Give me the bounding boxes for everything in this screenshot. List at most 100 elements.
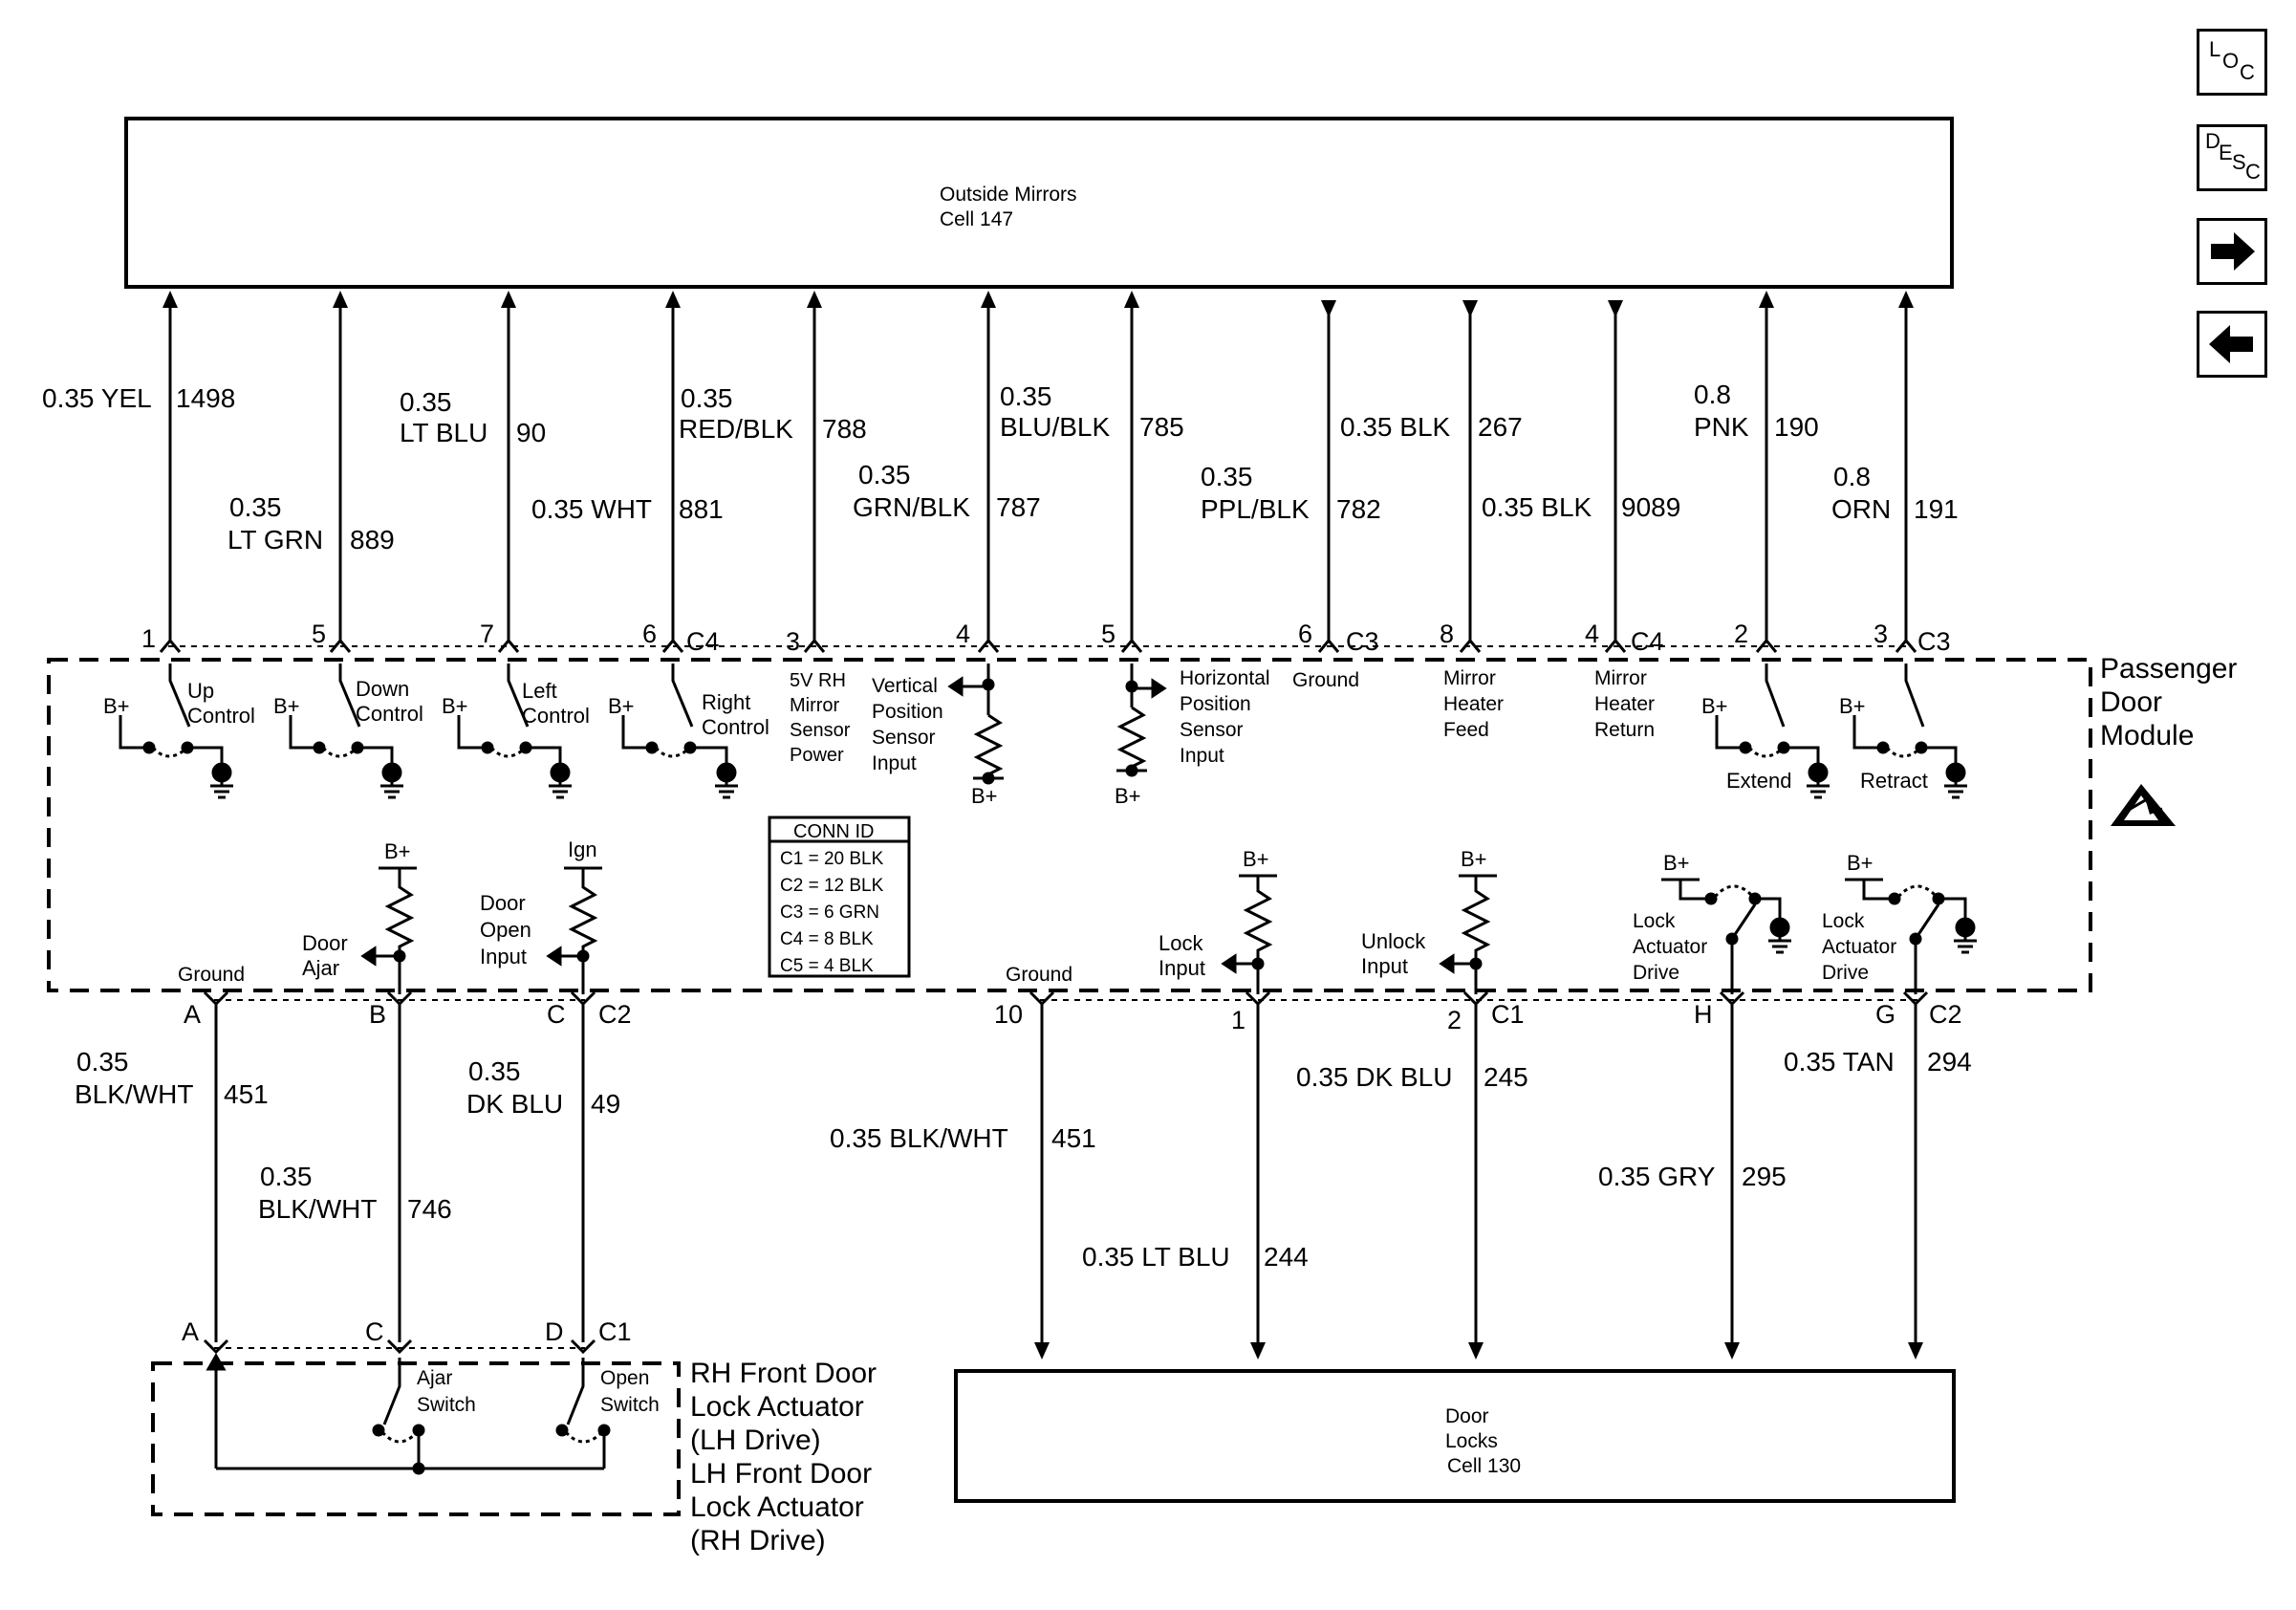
wire-746-circuit: 746 xyxy=(407,1194,452,1224)
five-v-label-3: Sensor xyxy=(790,720,851,741)
down-control-bplus: B+ xyxy=(273,694,300,718)
wire-190[interactable]: 2 0.8 PNK 190 xyxy=(1694,291,1819,653)
door-ajar-bplus: B+ xyxy=(384,839,411,863)
wire-881[interactable]: 6 C4 0.35 WHT 881 xyxy=(531,291,724,656)
wire-295[interactable]: H 0.35 GRY 295 xyxy=(1598,990,1787,1360)
wire-788[interactable]: 3 0.35 RED/BLK 788 xyxy=(679,291,867,656)
wire-782[interactable]: 6 C3 0.35 PPL/BLK 782 xyxy=(1201,300,1381,656)
vertical-sensor-label-1: Vertical xyxy=(872,675,938,697)
previous-page-button[interactable] xyxy=(2197,311,2267,378)
wire-787[interactable]: 4 0.35 GRN/BLK 787 xyxy=(853,291,1041,653)
wire-244-gauge: 0.35 LT BLU xyxy=(1082,1242,1230,1272)
horizontal-sensor-label-1: Horizontal xyxy=(1180,667,1270,689)
wire-1498-gauge: 0.35 YEL xyxy=(42,383,152,413)
loc-letter-o: O xyxy=(2222,49,2240,73)
vertical-sensor-label-3: Sensor xyxy=(872,727,936,749)
wire-90-pin: 7 xyxy=(480,620,494,648)
wire-49[interactable]: C C2 0.35 DK BLU 49 xyxy=(466,990,632,1342)
conn-id-title: CONN ID xyxy=(793,821,874,842)
wire-788-circuit: 788 xyxy=(822,414,867,444)
five-v-label-4: Power xyxy=(790,745,844,766)
wire-889[interactable]: 5 0.35 LT GRN 889 xyxy=(227,291,395,653)
conn-id-row-4: C4 = 8 BLK xyxy=(780,929,874,949)
conn-id-row-1: C1 = 20 BLK xyxy=(780,849,884,869)
lock-actuator-box[interactable] xyxy=(151,1361,681,1516)
left-control-label-2: Control xyxy=(522,704,590,728)
next-page-button[interactable] xyxy=(2197,218,2267,285)
actuator-connector: A C D C1 xyxy=(182,1317,632,1355)
wire-746-pin: B xyxy=(369,1000,386,1029)
retract-switch xyxy=(1852,664,1969,799)
wire-785-color: BLU/BLK xyxy=(1000,412,1110,442)
open-switch-label-2: Switch xyxy=(600,1394,660,1416)
wire-191-color: ORN xyxy=(1831,494,1891,524)
conn-id-table: CONN ID C1 = 20 BLK C2 = 12 BLK C3 = 6 G… xyxy=(768,816,911,978)
ajar-switch-label-1: Ajar xyxy=(417,1367,452,1389)
esd-warning-icon xyxy=(2111,784,2176,826)
wire-881-circuit: 881 xyxy=(679,494,724,524)
right-control-switch xyxy=(621,664,740,799)
wire-782-pin: 6 xyxy=(1298,620,1312,648)
retract-bplus: B+ xyxy=(1839,694,1866,718)
door-locks-box[interactable] xyxy=(954,1369,1956,1503)
vertical-sensor-bplus: B+ xyxy=(971,784,998,808)
vertical-sensor-resistor xyxy=(947,664,1004,785)
wire-49-color: DK BLU xyxy=(466,1089,563,1119)
wire-782-color: PPL/BLK xyxy=(1201,494,1310,524)
wire-244-circuit: 244 xyxy=(1264,1242,1309,1272)
wire-9089[interactable]: 4 C4 0.35 BLK 9089 xyxy=(1482,300,1680,656)
lock-actuator-drive-switch-2 xyxy=(1845,878,1979,994)
wire-191[interactable]: 3 C3 0.8 ORN 191 xyxy=(1831,291,1959,656)
wire-451-right-gauge: 0.35 BLK/WHT xyxy=(830,1123,1008,1153)
actuator-label-5: Lock Actuator xyxy=(690,1491,864,1523)
right-control-label-1: Right xyxy=(702,690,750,714)
location-button[interactable]: L O C xyxy=(2197,29,2267,96)
wire-785[interactable]: 5 0.35 BLU/BLK 785 xyxy=(1000,291,1184,653)
wire-881-pin: 6 xyxy=(642,620,657,648)
vertical-sensor-label-2: Position xyxy=(872,701,943,723)
horizontal-sensor-resistor xyxy=(1116,664,1167,777)
arrow-left-icon xyxy=(2209,325,2253,363)
door-open-label-2: Open xyxy=(480,918,531,942)
wire-90[interactable]: 7 0.35 LT BLU 90 xyxy=(400,291,546,653)
up-control-label-1: Up xyxy=(187,679,214,703)
unlock-input-bplus: B+ xyxy=(1461,847,1487,871)
wire-9089-pin: 4 xyxy=(1585,620,1599,648)
outside-mirrors-box[interactable] xyxy=(124,117,1954,289)
retract-label: Retract xyxy=(1860,769,1928,793)
lock-actuator-1-bplus: B+ xyxy=(1663,851,1690,875)
wire-451-right[interactable]: 10 0.35 BLK/WHT 451 xyxy=(830,990,1096,1360)
wire-49-conn: C2 xyxy=(598,1000,632,1029)
wire-190-color: PNK xyxy=(1694,412,1749,442)
module-label-2: Door xyxy=(2100,686,2162,718)
wire-90-gauge: 0.35 xyxy=(400,387,452,417)
wire-244[interactable]: 1 0.35 LT BLU 244 xyxy=(1082,990,1309,1360)
mirror-heater-return-label-3: Return xyxy=(1594,719,1655,741)
wire-1498-pin: 1 xyxy=(141,624,156,653)
wire-787-gauge: 0.35 xyxy=(858,460,911,490)
passenger-door-module-box[interactable] xyxy=(47,658,2092,992)
wire-785-gauge: 0.35 xyxy=(1000,381,1052,411)
wire-245[interactable]: 2 C1 0.35 DK BLU 245 xyxy=(1296,990,1528,1360)
actuator-conn-c1: C1 xyxy=(598,1317,632,1346)
wire-451-left[interactable]: A 0.35 BLK/WHT 451 xyxy=(75,990,269,1342)
wire-190-pin: 2 xyxy=(1734,620,1748,648)
wire-267[interactable]: 8 0.35 BLK 267 xyxy=(1340,300,1523,653)
wire-294[interactable]: G C2 0.35 TAN 294 xyxy=(1784,990,1972,1360)
door-open-resistor xyxy=(546,866,602,994)
description-button[interactable]: D E S C xyxy=(2197,124,2267,191)
left-control-bplus: B+ xyxy=(442,694,468,718)
extend-label: Extend xyxy=(1726,769,1792,793)
door-ajar-resistor xyxy=(360,866,417,994)
wire-90-circuit: 90 xyxy=(516,418,546,447)
wire-1498[interactable]: 1 0.35 YEL 1498 xyxy=(42,291,235,653)
wire-245-gauge: 0.35 DK BLU xyxy=(1296,1062,1452,1092)
wire-746[interactable]: B 0.35 BLK/WHT 746 xyxy=(258,990,452,1342)
door-open-label-3: Input xyxy=(480,945,527,968)
actuator-label-6: (RH Drive) xyxy=(690,1525,826,1556)
horizontal-sensor-label-2: Position xyxy=(1180,693,1251,715)
actuator-pin-a: A xyxy=(182,1317,199,1346)
door-ajar-label-1: Door xyxy=(302,931,348,955)
actuator-label-4: LH Front Door xyxy=(690,1458,872,1490)
wire-49-pin: C xyxy=(547,1000,566,1029)
